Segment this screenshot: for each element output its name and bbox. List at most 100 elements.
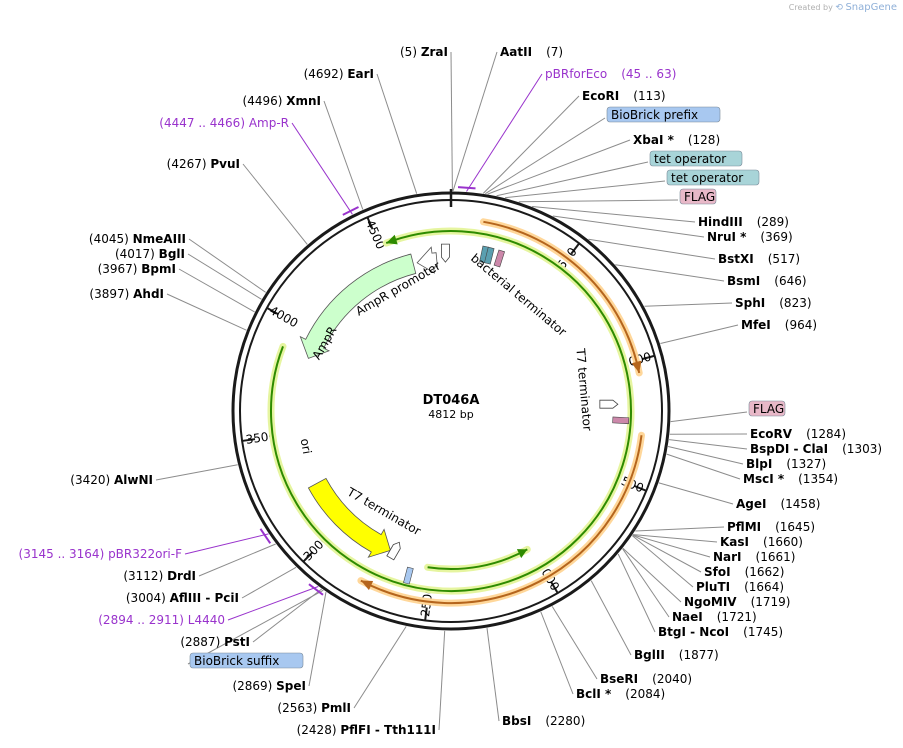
leader-line: [632, 534, 711, 558]
label-nrui: NruI *(369): [707, 230, 793, 244]
snapgene-logo-icon: ⟲: [835, 3, 843, 13]
label-text: BbsI(2280): [502, 714, 585, 728]
label-text: BlpI (1327): [746, 457, 826, 471]
site-position: (2563): [277, 701, 321, 715]
label-text: NaeI (1721): [672, 610, 757, 624]
ori-label: ori: [298, 437, 314, 455]
site-position: (1745): [743, 625, 783, 639]
site-name: AflIII - PciI: [170, 591, 239, 605]
site-position: (1645): [775, 520, 815, 534]
label-bseri: BseRI(2040): [600, 672, 692, 686]
label-ngomiv: NgoMIV(1719): [684, 595, 790, 609]
orf-arc-left-green: [267, 227, 635, 595]
leader-line: [588, 238, 716, 260]
leader-line: [635, 526, 725, 532]
flag-box: [679, 188, 717, 205]
label-flag1: FLAG: [679, 188, 717, 205]
t7-terminator-lower-glyph: [386, 541, 401, 561]
site-position: (1721): [717, 610, 757, 624]
leader-line: [187, 253, 262, 300]
leader-line: [504, 180, 666, 199]
leader-line: [450, 51, 453, 192]
site-name: EcoRI: [582, 89, 619, 103]
label-text: (4692) EarI: [304, 67, 374, 81]
label-xmni: (4496) XmnI: [243, 94, 321, 108]
label-spei: (2869) SpeI: [232, 679, 306, 693]
flag-block-2: [612, 416, 630, 425]
leader-line: [667, 446, 744, 465]
leader-line: [252, 588, 323, 643]
label-xbai: XbaI *(128): [633, 133, 720, 147]
site-name: AhdI: [133, 287, 164, 301]
tick-label: 4500: [363, 218, 388, 252]
label-text: (4267) PvuI: [167, 157, 240, 171]
tick-mark: [266, 307, 279, 316]
leader-line: [518, 199, 679, 203]
site-name: BstXI: [718, 252, 754, 266]
leader-line: [166, 293, 247, 331]
label-text: BseRI(2040): [600, 672, 692, 686]
flag-box: [748, 400, 786, 417]
leader-line: [632, 534, 702, 573]
leader-line: [660, 324, 739, 344]
label-tet1: tet operator: [649, 150, 743, 167]
label-text: tet operator: [671, 171, 743, 185]
site-name: PluTI: [696, 580, 730, 594]
leader-line: [622, 547, 682, 603]
primer-bar: [259, 528, 272, 544]
leader-line: [486, 627, 500, 722]
site-name: NaeI: [672, 610, 703, 624]
leader-line: [540, 611, 574, 695]
leader-line: [353, 626, 407, 709]
watermark-brand: SnapGene: [845, 2, 897, 13]
label-text: (2887) PstI: [180, 635, 250, 649]
leader-line: [615, 264, 725, 282]
label-text: MscI *(1354): [743, 472, 838, 486]
flag-block-1: [493, 249, 505, 268]
site-position: (3967): [98, 262, 142, 276]
label-text: BsmI(646): [727, 274, 807, 288]
leader-line: [552, 215, 705, 238]
site-name: Amp-R: [249, 116, 289, 130]
primer-bar: [308, 583, 324, 596]
label-bglii: BglII(1877): [634, 648, 719, 662]
site-name: SpeI: [276, 679, 306, 693]
plasmid-backbone: [231, 189, 671, 631]
site-position: (3897): [89, 287, 133, 301]
leader-line: [532, 206, 696, 223]
label-ecorv: EcoRV(1284): [750, 427, 846, 441]
label-text: XbaI *(128): [633, 133, 720, 147]
site-name: SfoI: [704, 565, 731, 579]
leader-line: [482, 95, 580, 194]
site-name: KasI: [720, 535, 749, 549]
site-position: (1662): [745, 565, 785, 579]
site-position: (7): [546, 45, 563, 59]
site-position: (1661): [756, 550, 796, 564]
site-name: BlpI: [746, 457, 772, 471]
label-text: KasI(1660): [720, 535, 803, 549]
label-text: (2894 .. 2911) L4440: [98, 613, 225, 627]
ori-arrow: [307, 477, 391, 558]
label-mfei: MfeI(964): [741, 318, 817, 332]
plasmid-length: 4812 bp: [428, 408, 473, 421]
leader-line: [644, 302, 733, 307]
label-text: BstXI(517): [718, 252, 800, 266]
t7-terminator-right-label: T7 terminator: [573, 347, 594, 432]
label-text: MfeI(964): [741, 318, 817, 332]
site-name: XmnI: [286, 94, 321, 108]
label-text: AatII(7): [500, 45, 563, 59]
label-alwni: (3420) AlwNI: [70, 473, 153, 487]
label-ahdi: (3897) AhdI: [89, 287, 164, 301]
label-text: (2563) PmlI: [277, 701, 351, 715]
plasmid-name: DT046A: [423, 393, 480, 408]
site-name: BclI *: [576, 687, 612, 701]
label-bpmi: (3967) BpmI: [98, 262, 176, 276]
label-text: (3897) AhdI: [89, 287, 164, 301]
site-position: (3145 .. 3164): [19, 547, 109, 561]
label-text: EcoRV(1284): [750, 427, 846, 441]
bacterial-terminator-glyph: [441, 243, 450, 263]
site-position: (1327): [786, 457, 826, 471]
label-btgi: BtgI - NcoI(1745): [658, 625, 783, 639]
label-bspdi: BspDI - ClaI(1303): [750, 442, 882, 456]
